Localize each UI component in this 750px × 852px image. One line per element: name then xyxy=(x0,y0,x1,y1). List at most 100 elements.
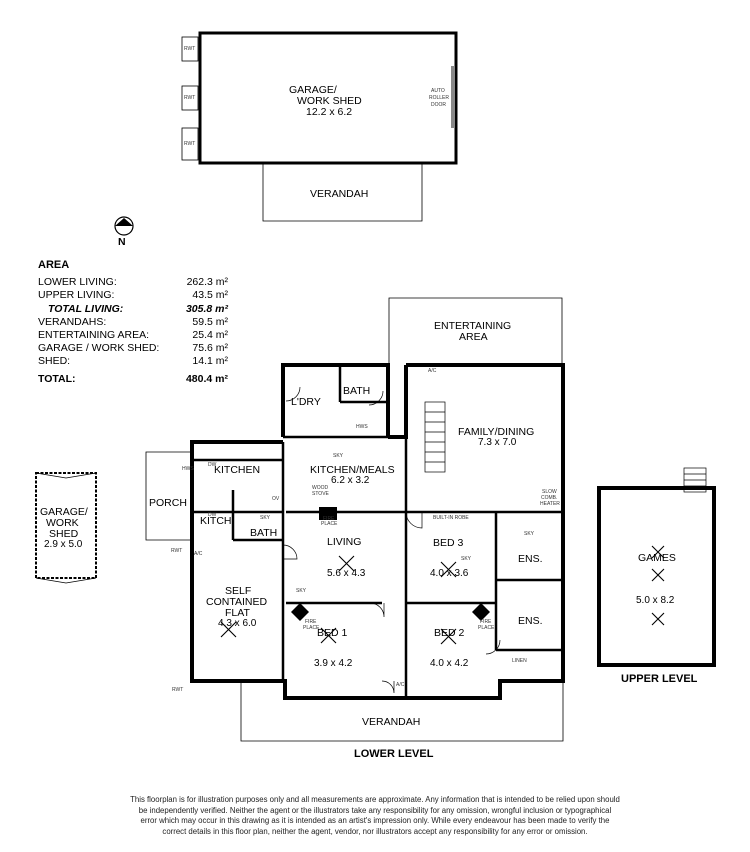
ens1-label: ENS. xyxy=(518,553,543,565)
ac-label-family: A/C xyxy=(428,368,437,374)
compass-icon xyxy=(114,216,134,236)
main-stairs xyxy=(424,401,446,473)
linen-label: LINEN xyxy=(512,658,527,664)
roller-door xyxy=(451,66,455,128)
family-size: 7.3 x 7.0 xyxy=(478,437,517,448)
entertaining-outline xyxy=(388,297,563,363)
bed3-size: 4.0 x 3.6 xyxy=(430,568,469,579)
bed1-size: 3.9 x 4.2 xyxy=(314,658,353,669)
sky-label-meals: SKY xyxy=(333,453,344,459)
area-row: SHED:14.1 m² xyxy=(38,355,228,368)
games-room-outline xyxy=(597,486,716,667)
area-row: VERANDAHS:59.5 m² xyxy=(38,315,228,328)
kitchen-meals-label: KITCHEN/MEALS xyxy=(310,464,395,476)
area-row: TOTAL LIVING:305.8 m² xyxy=(48,302,228,315)
left-shed-outline xyxy=(35,472,97,584)
entertaining-label-1: ENTERTAINING xyxy=(434,320,512,332)
dw-label-kitch: DW xyxy=(208,512,217,518)
area-table: AREA LOWER LIVING:262.3 m² UPPER LIVING:… xyxy=(38,259,228,386)
disclaimer-text: This floorplan is for illustration purpo… xyxy=(130,795,620,836)
fireplace-bed2 xyxy=(472,603,490,621)
upper-level-label: UPPER LEVEL xyxy=(621,673,698,685)
rwt-label-2: RWT xyxy=(184,95,196,101)
sky-label-living: SKY xyxy=(296,588,307,594)
self-flat-size: 4.3 x 6.0 xyxy=(218,618,257,629)
ldry-label: L'DRY xyxy=(291,396,321,408)
garage-top-name-1: GARAGE/ xyxy=(289,84,337,96)
garage-top-outline xyxy=(198,31,458,165)
sky-label-bed3: SKY xyxy=(461,556,472,562)
door-swings xyxy=(282,386,501,694)
bed2-label: BED 2 xyxy=(434,627,465,639)
roller-door-label-3: DOOR xyxy=(431,102,446,108)
games-label: GAMES xyxy=(638,552,676,564)
ov-label: OV xyxy=(272,496,280,502)
fire-place-bed1-label-1: FIRE xyxy=(305,619,317,625)
kitchen-label: KITCHEN xyxy=(214,464,261,476)
area-row: ENTERTAINING AREA:25.4 m² xyxy=(38,329,228,342)
rwt-label-bottom: RWT xyxy=(172,687,184,693)
area-heading: AREA xyxy=(38,259,70,271)
fireplace-bed1 xyxy=(291,603,309,621)
family-label: FAMILY/DINING xyxy=(458,426,535,438)
house-walls xyxy=(190,363,565,700)
compass-label: N xyxy=(118,236,126,248)
bed2-size: 4.0 x 4.2 xyxy=(430,658,469,669)
fire-place-bed2-label-1: FIRE xyxy=(480,619,492,625)
verandah-bottom-outline xyxy=(240,681,564,742)
sky-label-bath: SKY xyxy=(260,515,271,521)
fire-place-living-label-2: PLACE xyxy=(321,521,338,527)
fire-place-bed1-label-2: PLACE xyxy=(303,625,320,631)
roller-door-label-2: ROLLER xyxy=(429,95,450,101)
area-row: LOWER LIVING:262.3 m² xyxy=(38,276,228,289)
area-row: UPPER LIVING:43.5 m² xyxy=(38,289,228,302)
living-size: 5.6 x 4.3 xyxy=(327,568,366,579)
verandah-bottom-label: VERANDAH xyxy=(362,716,421,728)
living-label: LIVING xyxy=(327,536,362,548)
interior-walls xyxy=(192,365,563,698)
roller-door-label-1: AUTO xyxy=(431,88,445,94)
shed-left-size: 2.9 x 5.0 xyxy=(44,539,83,550)
fire-place-bed2-label-2: PLACE xyxy=(478,625,495,631)
self-flat-label-1: SELF xyxy=(225,585,252,597)
hws-label-porch: HWS xyxy=(182,466,194,472)
entertaining-label-2: AREA xyxy=(459,331,488,343)
bed1-label: BED 1 xyxy=(317,627,348,639)
ceiling-fan-icons xyxy=(220,545,665,645)
upper-stairs xyxy=(683,467,707,493)
ac-label-verandah: A/C xyxy=(396,682,405,688)
rwt-label-flat: RWT xyxy=(171,548,183,554)
shed-left-name-2: WORK xyxy=(46,517,79,529)
garage-top-size: 12.2 x 6.2 xyxy=(306,106,353,118)
garage-top-name-2: WORK SHED xyxy=(297,95,362,107)
dw-label-kitchen: DW xyxy=(208,462,217,468)
self-flat-label-3: FLAT xyxy=(225,607,250,619)
rwt-tank-3 xyxy=(181,127,199,161)
wood-stove-label-2: STOVE xyxy=(312,491,329,497)
built-in-robe-label: BUILT-IN ROBE xyxy=(433,515,469,521)
hws-label-bath: HWS xyxy=(356,424,368,430)
slow-comb-label-1: SLOW xyxy=(542,489,557,495)
lower-level-label: LOWER LEVEL xyxy=(354,748,434,760)
bath-small-label: BATH xyxy=(250,527,278,539)
self-flat-label-2: CONTAINED xyxy=(206,596,268,608)
games-size: 5.0 x 8.2 xyxy=(636,595,675,606)
porch-outline xyxy=(145,451,192,541)
rwt-tank-1 xyxy=(181,36,199,62)
wood-stove-label-1: WOOD xyxy=(312,485,329,491)
bath-top-label: BATH xyxy=(343,385,371,397)
ac-label-flat: A/C xyxy=(194,551,203,557)
kitchen-meals-size: 6.2 x 3.2 xyxy=(331,475,370,486)
kitch-label: KITCH. xyxy=(200,515,235,527)
fire-place-living-label-1: FIRE xyxy=(323,516,335,522)
verandah-top-label: VERANDAH xyxy=(310,188,369,200)
fireplace-living xyxy=(319,507,337,520)
shed-left-name-3: SHED xyxy=(49,528,79,540)
area-row: GARAGE / WORK SHED:75.6 m² xyxy=(38,342,228,355)
porch-label: PORCH xyxy=(149,497,187,509)
ens2-label: ENS. xyxy=(518,615,543,627)
slow-comb-label-2: COMB. xyxy=(541,495,558,501)
rwt-label-1: RWT xyxy=(184,46,196,52)
rwt-tank-2 xyxy=(181,85,199,111)
